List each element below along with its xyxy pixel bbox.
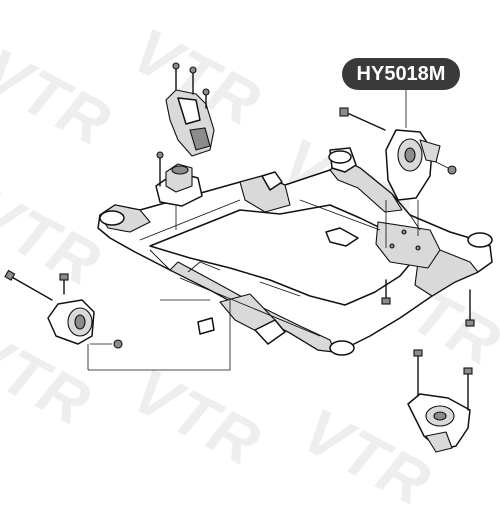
part-label: HY5018M <box>342 58 460 90</box>
transmission-mount-icon <box>339 90 457 248</box>
front-mount-icon <box>4 269 123 349</box>
rear-mount-icon <box>407 349 473 453</box>
engine-mount-icon <box>155 62 215 207</box>
bolt-icon <box>381 279 475 327</box>
subframe <box>97 147 493 356</box>
diagram-stage: VTR VTR VTR VTR VTR VTR VTR VTR VTR <box>0 14 500 520</box>
leader-lines <box>87 206 231 371</box>
subframe-diagram-icon <box>4 62 493 453</box>
